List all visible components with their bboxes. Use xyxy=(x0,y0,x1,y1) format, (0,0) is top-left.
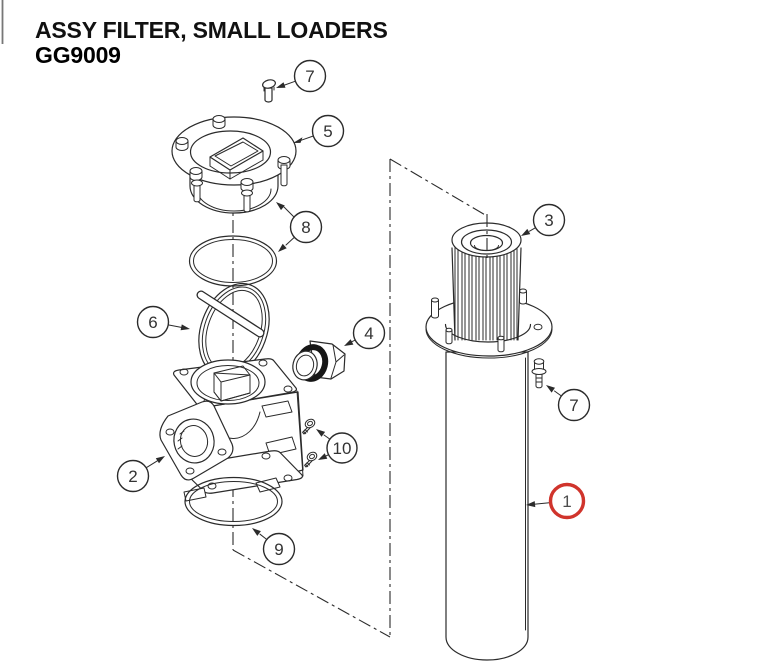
bolt-right xyxy=(531,358,547,389)
cover-assembly xyxy=(171,115,297,214)
callout-canister-highlighted[interactable]: 1 xyxy=(526,482,586,520)
callout-label: 7 xyxy=(305,67,314,86)
callout-label: 10 xyxy=(333,439,352,458)
cover-studs xyxy=(175,115,291,192)
callout-retaining-ring[interactable]: 6 xyxy=(136,305,191,339)
callout-o-ring-lower[interactable]: 9 xyxy=(252,528,296,566)
callout-o-ring-upper[interactable]: 8 xyxy=(276,202,323,252)
cover-hanging-bolts xyxy=(191,179,253,213)
callout-bolt-right[interactable]: 7 xyxy=(546,385,591,422)
bolt-top xyxy=(262,79,276,103)
canister-assembly xyxy=(425,222,553,661)
callout-label: 6 xyxy=(148,313,157,332)
fitting-nut xyxy=(292,340,346,382)
callout-fitting-nut[interactable]: 4 xyxy=(344,316,386,350)
o-ring-lower xyxy=(184,476,283,527)
callout-label: 8 xyxy=(301,218,310,237)
callout-cover[interactable]: 5 xyxy=(293,114,345,148)
drawing-title: ASSY FILTER, SMALL LOADERS GG9009 xyxy=(35,17,388,68)
callout-label: 1 xyxy=(562,492,571,511)
callout-label: 5 xyxy=(323,122,332,141)
callout-label: 2 xyxy=(128,467,137,486)
o-ring-upper xyxy=(188,235,278,287)
canister-body xyxy=(445,351,529,661)
callout-bolt-top[interactable]: 7 xyxy=(276,59,327,93)
title-line-2: GG9009 xyxy=(35,42,121,68)
callout-filter-element[interactable]: 3 xyxy=(521,203,566,237)
callout-label: 3 xyxy=(544,211,553,230)
projection-lines xyxy=(232,148,488,638)
mounting-screws xyxy=(302,418,318,468)
callout-label: 9 xyxy=(274,540,283,559)
callout-screws[interactable]: 10 xyxy=(316,429,358,464)
callout-label: 7 xyxy=(569,396,578,415)
highlight-circle xyxy=(548,482,586,520)
filter-head-body xyxy=(159,358,304,502)
title-line-1: ASSY FILTER, SMALL LOADERS xyxy=(35,17,388,43)
callout-filter-head[interactable]: 2 xyxy=(116,456,166,493)
callout-label: 4 xyxy=(364,324,373,343)
